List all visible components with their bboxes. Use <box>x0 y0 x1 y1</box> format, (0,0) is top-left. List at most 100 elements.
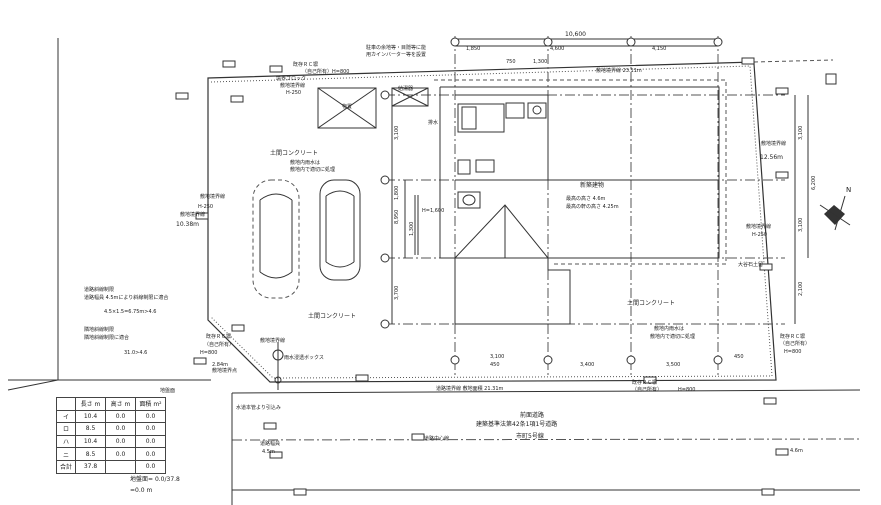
drain-label: 排水 <box>428 119 438 126</box>
small-450a: 450 <box>490 362 500 368</box>
storage-shed <box>317 87 429 129</box>
dim-b2: 3,400 <box>580 362 594 368</box>
area-table: 長さ m 高さ m 面積 m² イ 10.4 0.0 0.0 ロ 8.5 0.0… <box>56 397 166 474</box>
dim-v-1300: 1,300 <box>409 222 415 236</box>
ground-level-calc: 地盤面= 0.0/37.8 =0.0 m <box>130 474 180 496</box>
left-neighbor-line <box>7 38 59 391</box>
table-row: ニ 8.5 0.0 0.0 <box>56 447 166 461</box>
table-cell <box>105 459 136 474</box>
grid-bubbles <box>380 37 723 365</box>
table-cell: 0.0 <box>135 409 166 424</box>
wall-offset-line <box>210 65 773 379</box>
adj-line2: 31.0>4.6 <box>124 350 147 356</box>
table-cell: ニ <box>56 447 76 461</box>
left-boundary-b: H-250 <box>286 90 301 96</box>
front-road: 前面道路 <box>520 411 544 419</box>
rc-wall-bl: 既存ＲＣ塀 <box>206 333 231 340</box>
road-width-right: 4.6m <box>790 448 803 454</box>
adj-line1: 隣地斜線制限に適合 <box>84 334 129 341</box>
kitchen-fixtures <box>414 102 547 255</box>
table-cell: 0.0 <box>135 459 166 474</box>
boundary-corner: 敷地境界点 <box>212 367 237 374</box>
left-bl-dummy: 敷地境界線 <box>180 211 205 218</box>
concrete-1: 土間コンクリート <box>270 149 318 157</box>
left-boundary-length: 10.38m <box>176 221 199 228</box>
rc-wall-bottom: 既存ＲＣ塀 <box>632 379 657 386</box>
small-1300: 1,300 <box>533 59 547 65</box>
table-row: ロ 8.5 0.0 0.0 <box>56 422 166 436</box>
concrete-2: 土間コンクリート <box>308 312 356 320</box>
road-width-left-a: 道路幅員 <box>260 440 280 447</box>
dim-v-3700: 3,700 <box>394 286 400 300</box>
table-row: イ 10.4 0.0 0.0 <box>56 409 166 424</box>
road-law: 建築基準法第42条1項1号道路 <box>476 420 557 428</box>
right-boundary: 敷地境界線 <box>761 140 786 147</box>
dim-seg1: 1,850 <box>466 46 480 52</box>
area-table-title: 地盤面 <box>160 387 175 394</box>
rainwater-box-label: 雨水浸透ボックス <box>284 354 324 361</box>
right-length: 12.56m <box>760 154 783 161</box>
table-cell: 0.0 <box>135 447 166 461</box>
concrete-note-2: 敷地内で適切に処理 <box>290 166 335 173</box>
table-header-row: 長さ m 高さ m 面積 m² <box>56 397 166 411</box>
rc-wall-bl-owner: （自己所有） <box>204 341 234 348</box>
table-cell: ロ <box>56 422 76 436</box>
table-total-row: 合計 37.8 0.0 <box>56 459 166 474</box>
road-boundary-line <box>231 389 861 394</box>
concrete-3: 土間コンクリート <box>627 299 675 307</box>
right-neighbor-dash <box>753 59 834 63</box>
table-cell: 8.5 <box>75 447 106 461</box>
concrete-note-1: 敷地内雨水は <box>290 159 320 166</box>
bottom-boundary: 道路境界線 敷地面積 21.31m <box>436 385 503 392</box>
rc-wall-bottom-h: H=800 <box>678 387 696 393</box>
left-bl-label: 敷地境界線 <box>200 193 225 200</box>
table-cell: イ <box>56 409 76 424</box>
road-width-left-b: 4.5m <box>262 449 275 455</box>
north-label: N <box>846 186 851 194</box>
dim-v-8950: 8,950 <box>394 210 400 224</box>
table-cell <box>56 397 76 411</box>
dim-v-3100: 3,100 <box>394 126 400 140</box>
right-b1: 敷地境界線 <box>746 223 771 230</box>
concrete-3-note2: 敷地内で適切に処理 <box>650 333 695 340</box>
small-750: 750 <box>506 59 516 65</box>
setback-line1: 道路幅員 4.5mにより斜線制限に適合 <box>84 294 168 301</box>
max-height: 最高の高さ 4.6m <box>566 195 606 202</box>
right-b2: H-250 <box>752 232 767 238</box>
boundary-markers <box>175 57 789 496</box>
dim-b1: 3,100 <box>490 354 504 360</box>
dim-v-1800: 1,800 <box>394 186 400 200</box>
road-center: 道路中心線 <box>424 435 449 442</box>
table-cell: 0.0 <box>105 422 136 436</box>
outdoor-note-1: 駐車の余地等・目隠等に能 <box>366 44 426 51</box>
table-cell: 8.5 <box>75 422 106 436</box>
dim-r-2100: 2,100 <box>798 282 804 296</box>
setback-line2: 4.5×1.5=6.75m>4.6 <box>104 309 156 315</box>
table-cell: 高さ m <box>105 397 136 411</box>
rc-wall-br-owner: （自己所有） <box>780 340 810 347</box>
adj-title: 隣地斜線制限 <box>84 326 114 333</box>
dim-h-1600: H=1,600 <box>422 208 444 214</box>
left-bl-value: H-250 <box>198 204 213 210</box>
table-cell: 長さ m <box>75 397 106 411</box>
concrete-3-note1: 敷地内雨水は <box>654 325 684 332</box>
table-cell: 合計 <box>56 459 76 474</box>
rc-wall-br: 既存ＲＣ塀 <box>780 333 805 340</box>
rc-wall-bottom-owner: （自己所有） <box>632 386 662 393</box>
dist-284: 2.84m <box>212 362 228 368</box>
calc-value: 0.0/37.8 <box>154 476 180 483</box>
setback-title: 道路斜線制限 <box>84 286 114 293</box>
boundary-post: 境界ブロック <box>276 75 306 82</box>
table-cell: ハ <box>56 434 76 449</box>
table-cell: 0.0 <box>105 447 136 461</box>
road-name: 市町5号線 <box>516 432 544 440</box>
rc-wall-bl-h: H=800 <box>200 350 218 356</box>
dim-r-6200: 6,200 <box>811 176 817 190</box>
dim-total: 10,600 <box>565 31 586 38</box>
parked-car-right <box>319 179 361 281</box>
dim-r-3100a: 3,100 <box>798 126 804 140</box>
shed-label: 物置 <box>342 103 352 110</box>
table-cell: 37.8 <box>75 459 106 474</box>
small-450b: 450 <box>734 354 744 360</box>
